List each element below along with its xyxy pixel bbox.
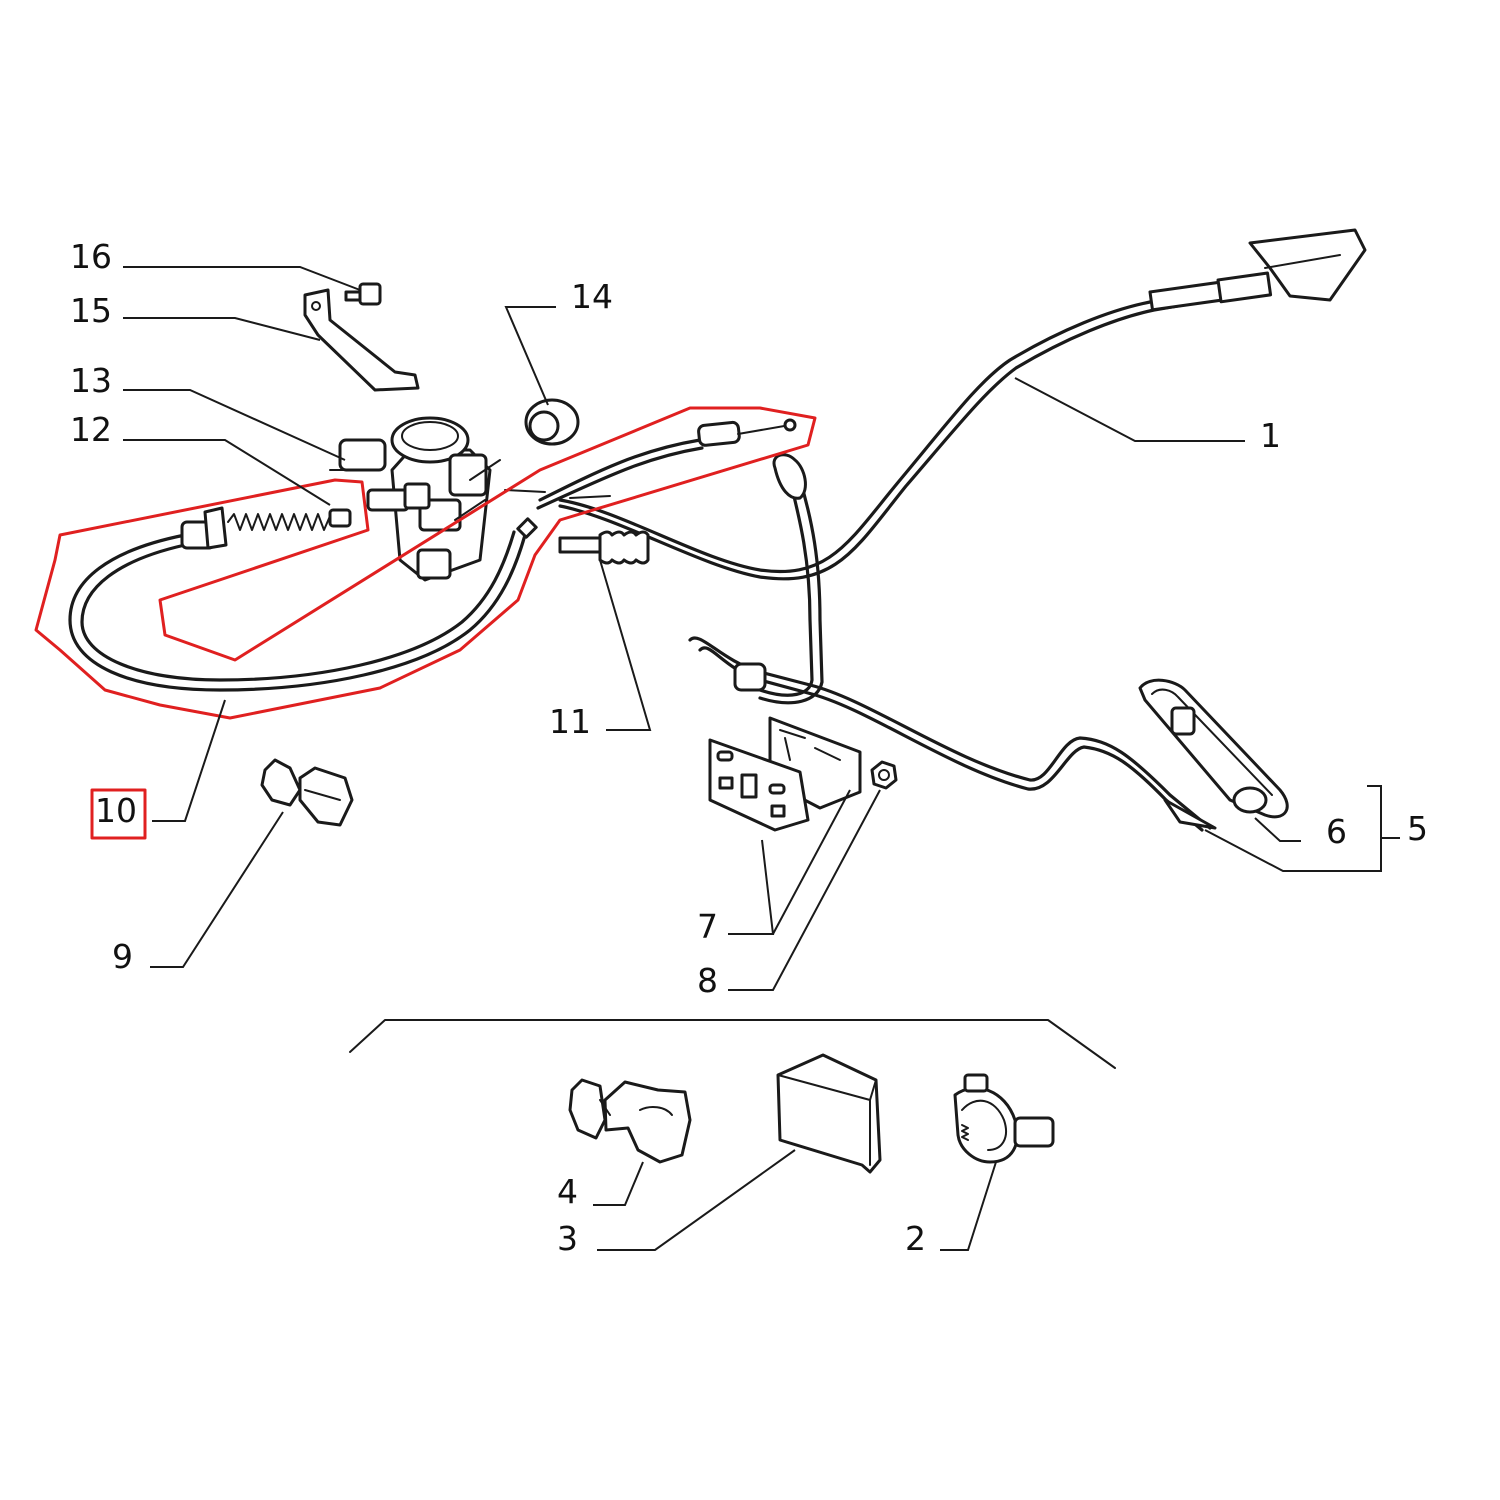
callout-2[interactable]: 2 <box>905 1219 926 1258</box>
callout-9[interactable]: 9 <box>112 937 133 976</box>
part-11-rubber-boot[interactable] <box>558 530 650 565</box>
callout-7[interactable]: 7 <box>697 907 718 946</box>
part-cable-upper-run[interactable] <box>504 418 797 510</box>
callout-10[interactable]: 10 <box>95 791 137 830</box>
callout-13[interactable]: 13 <box>70 361 112 400</box>
part-10-cable[interactable] <box>68 506 538 692</box>
callout-4[interactable]: 4 <box>557 1172 578 1211</box>
group-bracket-line <box>349 1019 1116 1069</box>
part-2-hose-clamp[interactable] <box>953 1073 1055 1164</box>
part-3-cover-plate[interactable] <box>776 1053 882 1174</box>
callout-11[interactable]: 11 <box>549 702 591 741</box>
callout-3[interactable]: 3 <box>557 1219 578 1258</box>
carburettor <box>329 416 501 582</box>
part-4-double-clip[interactable] <box>568 1078 692 1164</box>
part-7-mounting-block[interactable] <box>708 716 862 832</box>
part-6-pedal-pad[interactable] <box>1138 678 1289 819</box>
callout-8[interactable]: 8 <box>697 961 718 1000</box>
part-strap-rod[interactable] <box>733 453 824 705</box>
highlight-outline <box>34 406 817 720</box>
callout-14[interactable]: 14 <box>571 277 613 316</box>
callout-1[interactable]: 1 <box>1260 416 1281 455</box>
part-1-accelerator-cable[interactable] <box>558 228 1367 581</box>
leader-lines <box>123 266 1400 1251</box>
part-8-nut[interactable] <box>870 760 898 790</box>
part-16-bolt[interactable] <box>344 282 382 306</box>
callout-5[interactable]: 5 <box>1407 809 1428 848</box>
callout-15[interactable]: 15 <box>70 291 112 330</box>
callout-12[interactable]: 12 <box>70 410 112 449</box>
callout-10-highlight-box <box>90 788 147 840</box>
part-14-grommet[interactable] <box>524 398 580 446</box>
part-9-cable-clip[interactable] <box>260 758 354 827</box>
part-15-bracket[interactable] <box>303 288 420 392</box>
callout-16[interactable]: 16 <box>70 237 112 276</box>
callout-6[interactable]: 6 <box>1326 812 1347 851</box>
